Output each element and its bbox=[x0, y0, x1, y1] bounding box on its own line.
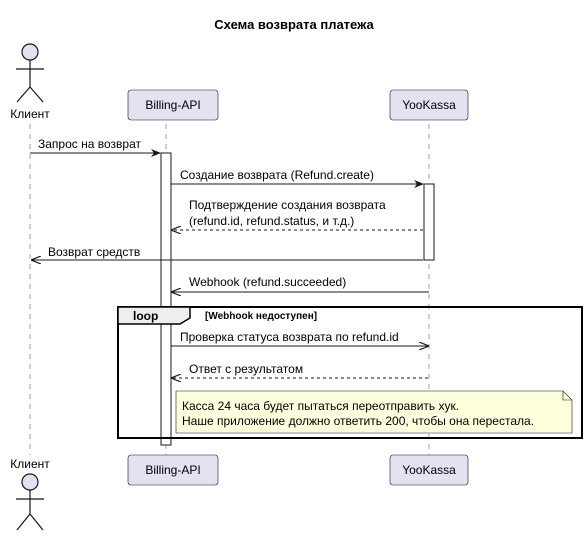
yookassa-box-bottom bbox=[389, 454, 469, 486]
loop-keyword: loop bbox=[133, 309, 158, 323]
message-status-result: Ответ с результатом bbox=[189, 362, 303, 376]
message-refund-create: Создание возврата (Refund.create) bbox=[180, 168, 374, 182]
message-refund-funds: Возврат средств bbox=[48, 245, 140, 259]
message-webhook: Webhook (refund.succeeded) bbox=[189, 275, 346, 289]
client-actor-icon-bottom bbox=[16, 473, 44, 531]
message-refund-request: Запрос на возврат bbox=[38, 137, 141, 151]
yookassa-label-bottom: YooKassa bbox=[402, 463, 456, 477]
yookassa-label-top: YooKassa bbox=[402, 98, 456, 112]
billing-label-bottom: Billing-API bbox=[145, 463, 200, 477]
note-corner bbox=[562, 391, 572, 401]
client-actor-icon-top bbox=[16, 43, 44, 103]
client-label-top: Клиент bbox=[10, 107, 50, 121]
yookassa-box-top bbox=[389, 89, 469, 121]
client-label-bottom: Клиент bbox=[10, 457, 50, 471]
billing-activation bbox=[160, 152, 172, 446]
billing-box-bottom bbox=[127, 454, 219, 486]
note-box bbox=[175, 390, 573, 434]
loop-tag-shape bbox=[117, 306, 191, 325]
yookassa-activation bbox=[423, 183, 435, 261]
note-line-1: Касса 24 часа будет пытаться переотправи… bbox=[182, 399, 459, 413]
message-refund-confirm-line2: (refund.id, refund.status, и т.д.) bbox=[189, 214, 354, 228]
message-status-check: Проверка статуса возврата по refund.id bbox=[180, 330, 399, 344]
loop-frame bbox=[117, 306, 583, 439]
billing-box-top bbox=[127, 89, 219, 121]
message-refund-confirm-line1: Подтверждение создания возврата bbox=[189, 198, 386, 212]
billing-label-top: Billing-API bbox=[145, 98, 200, 112]
diagram-title: Схема возврата платежа bbox=[214, 17, 374, 32]
note-line-2: Наше приложение должно ответить 200, что… bbox=[182, 414, 534, 428]
loop-condition: [Webhook недоступен] bbox=[205, 311, 317, 322]
